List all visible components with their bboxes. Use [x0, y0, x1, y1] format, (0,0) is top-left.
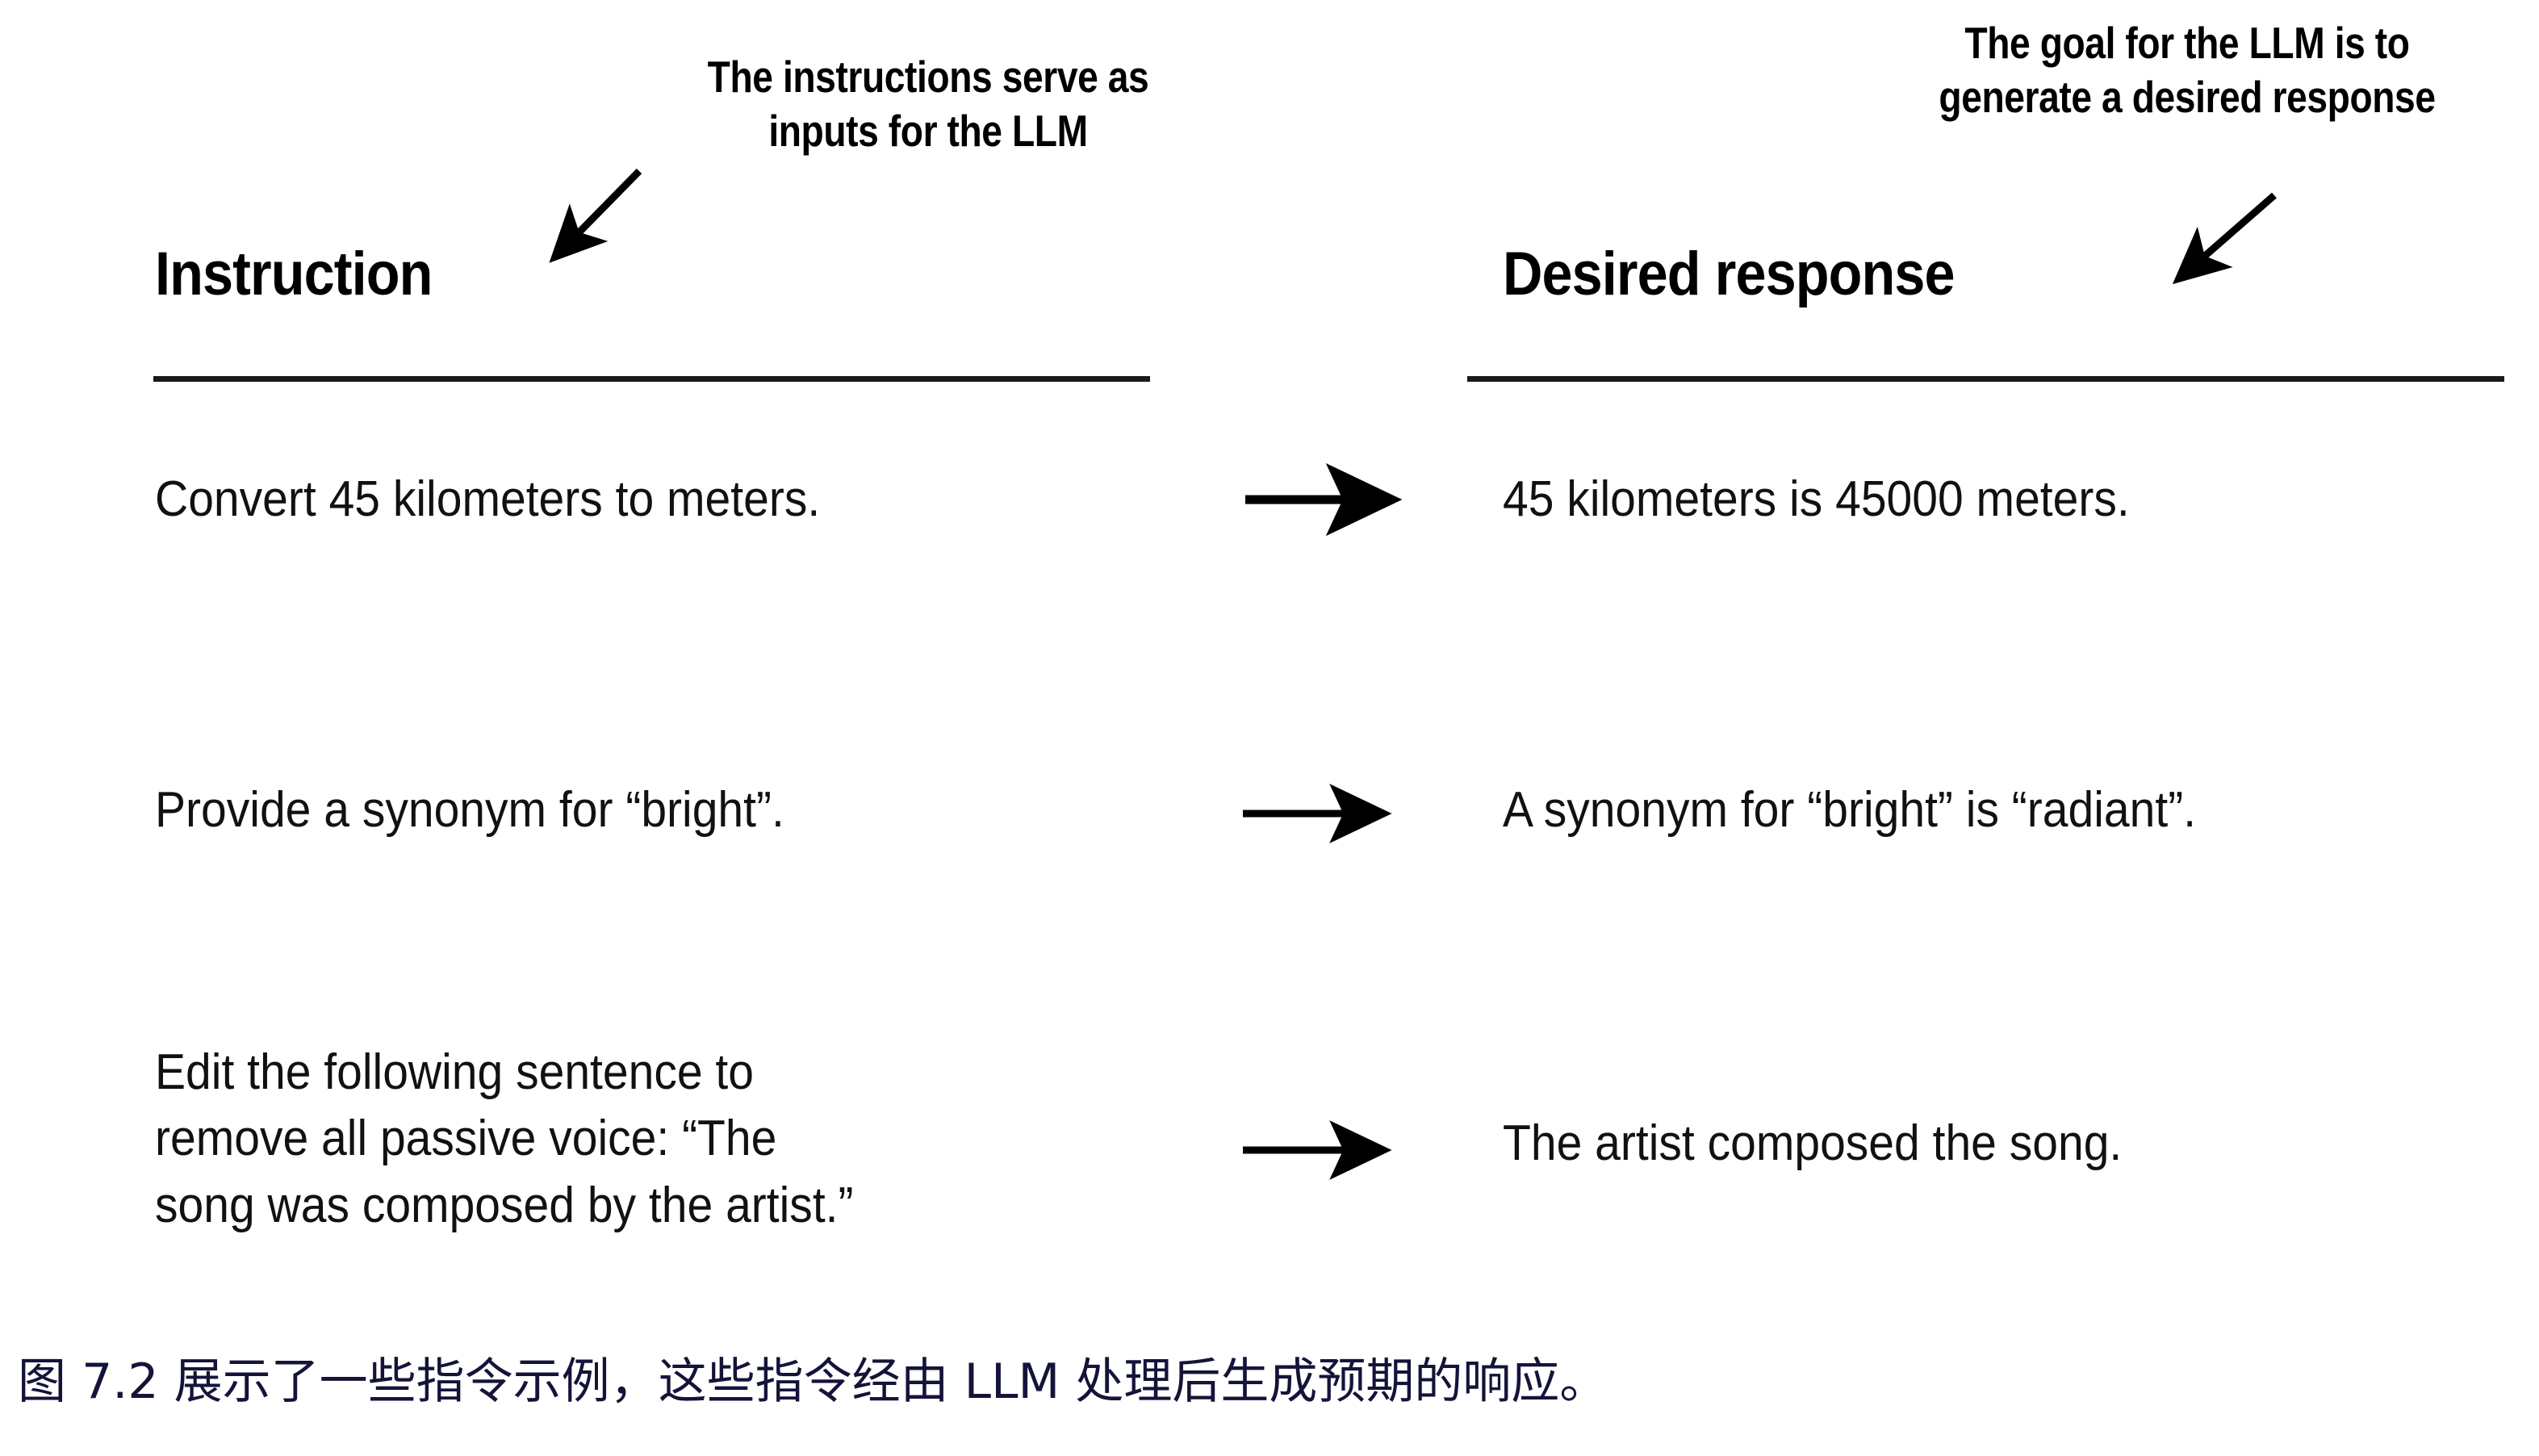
- response-cell-row-3: The artist composed the song.: [1503, 1111, 2122, 1177]
- instruction-cell-row-2: Provide a synonym for “bright”.: [155, 777, 784, 843]
- column-header-desired-response: Desired response: [1503, 240, 1955, 308]
- column-rule-instruction: [153, 376, 1150, 382]
- callout-arrow-response-icon: [2172, 192, 2277, 285]
- response-cell-row-2-line-1: A synonym for “bright” is “radiant”.: [1503, 782, 2197, 838]
- callout-note-response: The goal for the LLM is to generate a de…: [1848, 16, 2526, 124]
- callout-note-response-line-1: The goal for the LLM is to: [1964, 18, 2410, 68]
- instruction-cell-row-3-line-3: song was composed by the artist.”: [155, 1177, 854, 1233]
- instruction-cell-row-1: Convert 45 kilometers to meters.: [155, 467, 820, 533]
- instruction-cell-row-2-line-1: Provide a synonym for “bright”.: [155, 782, 784, 838]
- callout-arrow-instruction-icon: [549, 168, 642, 263]
- callout-note-instruction-line-1: The instructions serve as: [707, 52, 1149, 102]
- instruction-cell-row-3: Edit the following sentence to remove al…: [155, 1040, 854, 1239]
- callout-note-instruction: The instructions serve as inputs for the…: [650, 50, 1207, 158]
- callout-note-instruction-line-2: inputs for the LLM: [768, 106, 1088, 157]
- figure-caption: 图 7.2 展示了一些指令示例，这些指令经由 LLM 处理后生成预期的响应。: [18, 1353, 1608, 1410]
- response-cell-row-3-line-1: The artist composed the song.: [1503, 1115, 2123, 1171]
- instruction-cell-row-3-line-2: remove all passive voice: “The: [155, 1111, 777, 1167]
- response-cell-row-2: A synonym for “bright” is “radiant”.: [1503, 777, 2196, 843]
- column-rule-desired-response: [1467, 376, 2504, 382]
- column-header-instruction: Instruction: [155, 240, 433, 308]
- response-cell-row-1: 45 kilometers is 45000 meters.: [1503, 467, 2130, 533]
- callout-note-response-line-2: generate a desired response: [1939, 72, 2436, 123]
- instruction-cell-row-3-line-1: Edit the following sentence to: [155, 1044, 754, 1100]
- figure-instruction-dataset-examples: The instructions serve as inputs for the…: [153, 16, 2526, 1239]
- instruction-cell-row-1-line-1: Convert 45 kilometers to meters.: [155, 471, 821, 527]
- response-cell-row-1-line-1: 45 kilometers is 45000 meters.: [1503, 471, 2130, 527]
